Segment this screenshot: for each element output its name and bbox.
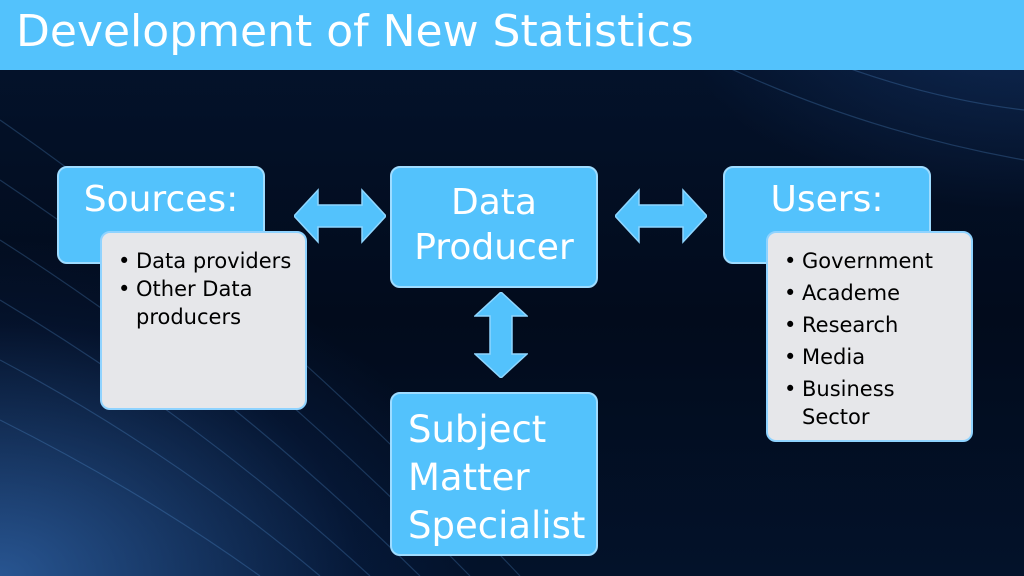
list-item: Business Sector — [782, 375, 965, 431]
users-list: Government Academe Research Media Busine… — [782, 247, 965, 431]
producer-line-2: Producer — [414, 227, 574, 268]
double-arrow-producer-users-icon — [615, 188, 707, 244]
specialist-line-3: Specialist — [408, 504, 586, 547]
list-item: Media — [782, 343, 965, 371]
users-list-box: Government Academe Research Media Busine… — [766, 231, 973, 442]
title-bar: Development of New Statistics — [0, 0, 1024, 70]
data-producer-box: Data Producer — [390, 166, 598, 288]
specialist-line-1: Subject — [408, 408, 547, 451]
slide-title: Development of New Statistics — [16, 6, 694, 57]
users-heading: Users: — [770, 179, 884, 220]
specialist-text: Subject Matter Specialist — [408, 406, 585, 550]
sources-list-box: Data providers Other Data producers — [100, 231, 307, 410]
specialist-line-2: Matter — [408, 456, 530, 499]
sources-heading: Sources: — [83, 179, 239, 220]
double-arrow-producer-specialist-icon — [474, 292, 528, 378]
sources-list: Data providers Other Data producers — [116, 247, 297, 331]
producer-line-1: Data — [451, 182, 537, 223]
list-item: Other Data producers — [116, 275, 297, 331]
list-item: Government — [782, 247, 965, 275]
list-item: Data providers — [116, 247, 297, 275]
subject-matter-specialist-box: Subject Matter Specialist — [390, 392, 598, 556]
list-item: Research — [782, 311, 965, 339]
double-arrow-sources-producer-icon — [294, 188, 386, 244]
list-item: Academe — [782, 279, 965, 307]
